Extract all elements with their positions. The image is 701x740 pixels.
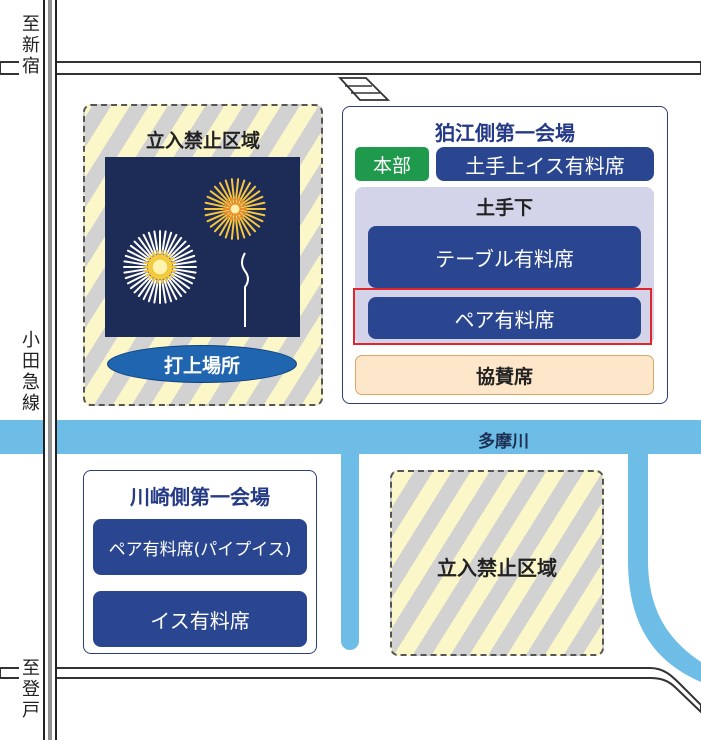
- river-label: 多摩川: [478, 432, 529, 452]
- railway-track: [44, 0, 56, 740]
- hq-label: 本部: [372, 154, 411, 177]
- ramp-road: [337, 77, 391, 101]
- kawasaki-venue-title: 川崎側第一会場: [130, 485, 270, 509]
- komae-venue-title: 狛江側第一会場: [435, 121, 575, 145]
- chair-seats-button[interactable]: イス有料席: [93, 591, 307, 647]
- firework-burst-small-core: [223, 197, 247, 221]
- river-branch-left: [341, 440, 359, 650]
- river-branch-right: [628, 440, 701, 682]
- table-seats-label: テーブル有料席: [435, 246, 574, 271]
- hq-badge: 本部: [355, 147, 429, 181]
- lower-area-title: 土手下: [475, 197, 533, 219]
- railway-label: 小田急線: [19, 330, 43, 414]
- firework-burst-large-core: [143, 250, 177, 284]
- fireworks-icon: [105, 157, 300, 337]
- restricted-zone-top-label: 立入禁止区域: [145, 130, 260, 152]
- launch-site-badge: 打上場所: [107, 345, 297, 383]
- restricted-zone-bottom-label: 立入禁止区域: [437, 556, 557, 580]
- pair-seats-label: ペア有料席: [454, 307, 555, 332]
- bottom-road: [0, 667, 701, 714]
- pair-seats-pipe-button[interactable]: ペア有料席(パイプイス): [93, 519, 307, 575]
- embankment-seats-label: 土手上イス有料席: [465, 153, 625, 178]
- sponsor-seats-label: 協賛席: [475, 365, 533, 388]
- top-road: [0, 61, 701, 75]
- table-seats-button[interactable]: テーブル有料席: [368, 226, 641, 288]
- pair-seats-highlight: [353, 288, 652, 345]
- pair-seats-button[interactable]: ペア有料席: [368, 297, 641, 339]
- firework-trail: [241, 252, 249, 327]
- pair-seats-pipe-label: ペア有料席(パイプイス): [108, 539, 292, 560]
- launch-site-label: 打上場所: [163, 354, 240, 377]
- to-noborito-label: 至登戸: [19, 658, 43, 721]
- chair-seats-label: イス有料席: [150, 608, 250, 633]
- sponsor-seats-button[interactable]: 協賛席: [355, 355, 654, 395]
- firework-burst-large: [123, 230, 197, 304]
- restricted-zone-bottom: 立入禁止区域: [390, 470, 604, 656]
- to-shinjuku-label: 至新宿: [19, 14, 43, 77]
- embankment-seats-button[interactable]: 土手上イス有料席: [436, 147, 654, 181]
